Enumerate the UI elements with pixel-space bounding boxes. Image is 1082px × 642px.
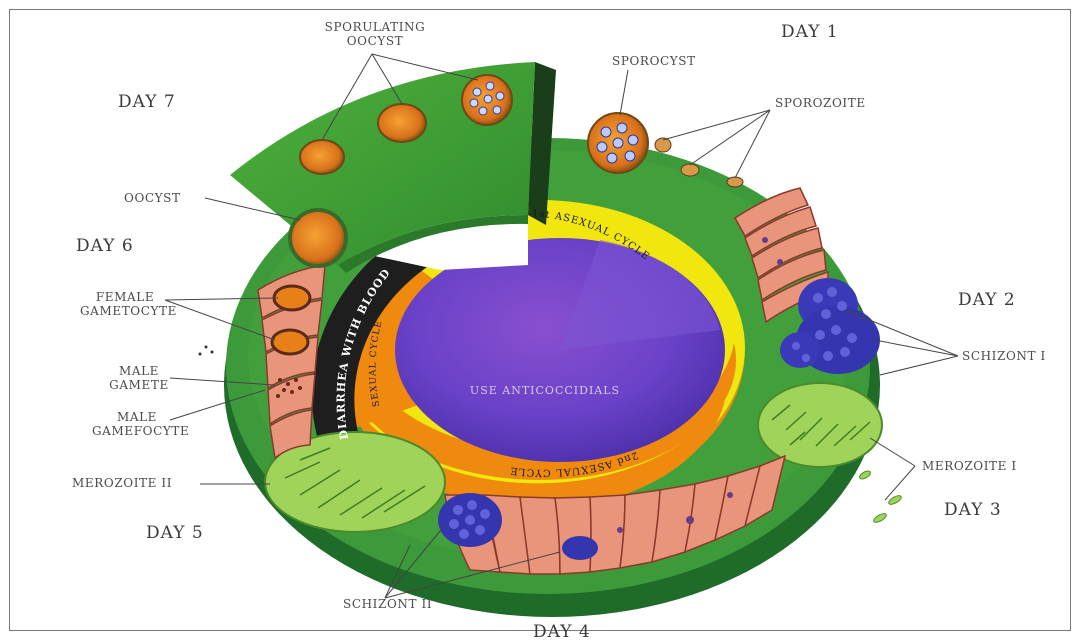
female-gametocyte-line2: GAMETOCYTE	[80, 304, 170, 318]
male-gamete-line2: GAMETE	[104, 378, 174, 392]
sporozoite-label: SPOROZOITE	[775, 96, 866, 110]
male-gamete-dots	[199, 346, 214, 356]
sporulating-oocyst-label: SPORULATING OOCYST	[300, 20, 450, 48]
female-gametocyte-label: FEMALE GAMETOCYTE	[80, 290, 170, 318]
male-gametocyte-label: MALE GAMEFOCYTE	[92, 410, 182, 438]
day-4-label: DAY 4	[533, 622, 591, 642]
merozoite-1-label: MEROZOITE I	[922, 459, 1017, 473]
male-gamete-label: MALE GAMETE	[104, 364, 174, 392]
oocyst-in-gut	[290, 210, 346, 266]
sporozoite-b	[681, 164, 699, 176]
sporozoite-a	[655, 138, 671, 152]
male-gametocyte-line1: MALE	[92, 410, 182, 424]
day-3-label: DAY 3	[944, 500, 1002, 520]
day-7-label: DAY 7	[118, 92, 176, 112]
free-merozoites	[858, 469, 902, 524]
sporulating-oocyst-line1: SPORULATING	[300, 20, 450, 34]
male-gamete-line1: MALE	[104, 364, 174, 378]
day-2-label: DAY 2	[958, 290, 1016, 310]
schizont-2-label: SCHIZONT II	[343, 597, 432, 611]
center-text: USE ANTICOCCIDIALS	[470, 384, 620, 397]
sporulating-oocyst-line2: OOCYST	[300, 34, 450, 48]
day-6-label: DAY 6	[76, 236, 134, 256]
day-5-label: DAY 5	[146, 523, 204, 543]
male-gametocyte-line2: GAMEFOCYTE	[92, 424, 182, 438]
merozoite-2-label: MEROZOITE II	[72, 476, 172, 490]
oocyst-unsporulated-2	[378, 104, 426, 142]
sporozoite-c	[727, 177, 743, 187]
oocyst-unsporulated-1	[300, 140, 344, 174]
schizont-1-label: SCHIZONT I	[962, 349, 1046, 363]
oocyst-label: OOCYST	[124, 191, 181, 205]
merozoite-1-cluster	[758, 383, 882, 467]
day-1-label: DAY 1	[781, 22, 839, 42]
female-gametocyte-line1: FEMALE	[80, 290, 170, 304]
sporocyst-label: SPOROCYST	[612, 54, 696, 68]
